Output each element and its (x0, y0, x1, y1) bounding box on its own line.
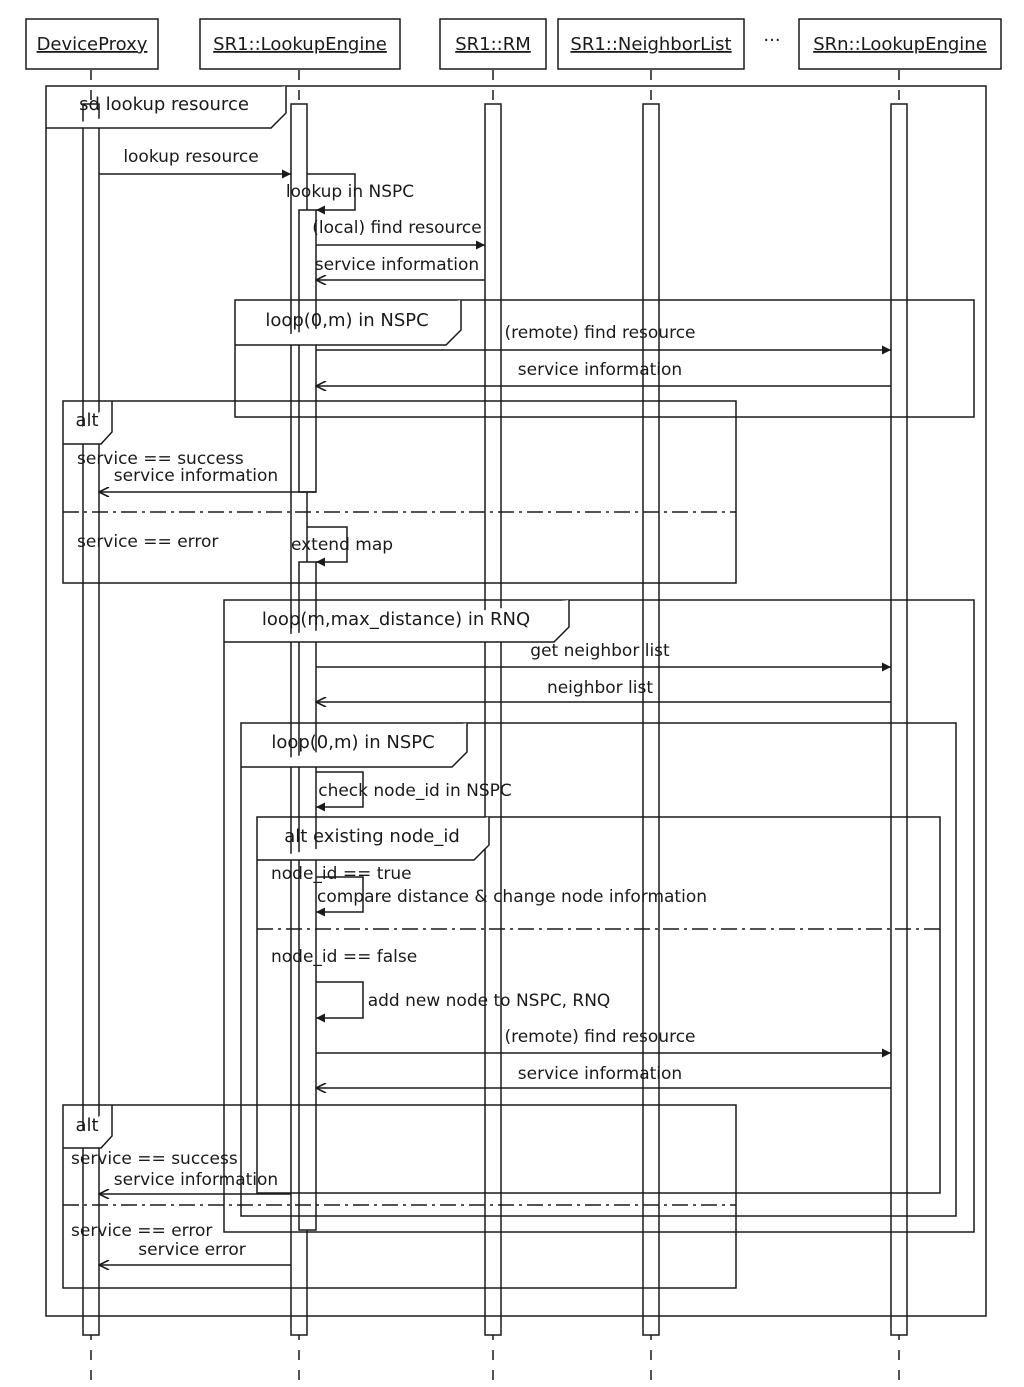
messages (99, 169, 891, 1265)
frame-alt-1-label: alt (75, 410, 98, 431)
activation-le-nested-2 (298, 561, 317, 1231)
lifeline-srn-lookupengine: SRn::LookupEngine (798, 18, 1002, 70)
message-arrow (307, 173, 356, 215)
guard-alt-1-success: service == success (77, 449, 244, 469)
message-label: get neighbor list (530, 641, 670, 661)
frame-alt-2-label: alt existing node_id (284, 826, 460, 847)
lifeline-srn-lookupengine-title: SRn::LookupEngine (813, 34, 987, 55)
lifeline-headers: DeviceProxy SR1::LookupEngine SR1::RM SR… (25, 18, 1002, 70)
lifeline-sr1-neighborlist: SR1::NeighborList (557, 18, 745, 70)
message-label: service information (315, 255, 479, 275)
lifeline-deviceproxy: DeviceProxy (25, 18, 159, 70)
message-label: (remote) find resource (504, 323, 695, 343)
message-label: (remote) find resource (504, 1027, 695, 1047)
guard-alt-2-false: node_id == false (271, 947, 417, 967)
activation-rm (484, 103, 502, 1336)
lifeline-ellipsis: ... (763, 25, 780, 46)
frame-sd-label: sd lookup resource (79, 94, 249, 115)
activation-nl (642, 103, 660, 1336)
message-label: compare distance & change node informati… (317, 887, 707, 907)
lifeline-sr1-lookupengine: SR1::LookupEngine (199, 18, 401, 70)
message-label: service information (114, 466, 278, 486)
message-label: extend map (291, 535, 393, 555)
message-label: add new node to NSPC, RNQ (368, 991, 611, 1011)
activation-srn (890, 103, 908, 1336)
frame-sd: sd lookup resource (45, 85, 987, 1317)
message-label: service information (518, 1064, 682, 1084)
activation-bars (82, 103, 908, 1336)
frame-loop-2: loop(m,max_distance) in RNQ (223, 599, 975, 1233)
message-labels: lookup resource lookup in NSPC (local) f… (114, 147, 707, 1260)
frame-loop-3: loop(0,m) in NSPC (240, 722, 957, 1217)
lifeline-sr1-lookupengine-title: SR1::LookupEngine (213, 34, 387, 55)
guard-alt-1-error: service == error (77, 532, 218, 552)
activation-dp (82, 103, 100, 1336)
message-label: service error (138, 1240, 245, 1260)
message-label: check node_id in NSPC (318, 781, 512, 801)
message-arrow (307, 526, 348, 567)
frame-loop-1: loop(0,m) in NSPC (234, 299, 975, 418)
guard-alt-3-success: service == success (71, 1149, 238, 1169)
message-label: service information (114, 1170, 278, 1190)
message-arrow (316, 771, 364, 812)
guard-alt-2-true: node_id == true (271, 864, 412, 884)
message-label: lookup resource (123, 147, 258, 167)
message-label: lookup in NSPC (286, 182, 414, 202)
lifeline-deviceproxy-title: DeviceProxy (37, 34, 148, 55)
lifeline-sr1-neighborlist-title: SR1::NeighborList (570, 34, 731, 55)
guard-alt-3-error: service == error (71, 1221, 212, 1241)
message-label: neighbor list (547, 678, 653, 698)
frame-alt-2: alt existing node_id node_id == true nod… (256, 816, 941, 1194)
lifeline-sr1-rm-title: SR1::RM (455, 34, 531, 55)
frame-loop-2-label: loop(m,max_distance) in RNQ (262, 609, 530, 630)
frame-loop-3-label: loop(0,m) in NSPC (271, 732, 434, 753)
frame-alt-3: alt service == success service == error (62, 1104, 737, 1289)
lifeline-sr1-rm: SR1::RM (439, 18, 547, 70)
message-label: service information (518, 360, 682, 380)
message-arrow (316, 876, 364, 917)
frame-alt-1: alt service == success service == error (62, 400, 737, 584)
frame-alt-3-label: alt (75, 1115, 98, 1136)
message-arrow (316, 981, 364, 1023)
message-label: (local) find resource (312, 218, 482, 238)
frame-loop-1-label: loop(0,m) in NSPC (265, 310, 428, 331)
activation-le-nested-1 (298, 209, 317, 493)
